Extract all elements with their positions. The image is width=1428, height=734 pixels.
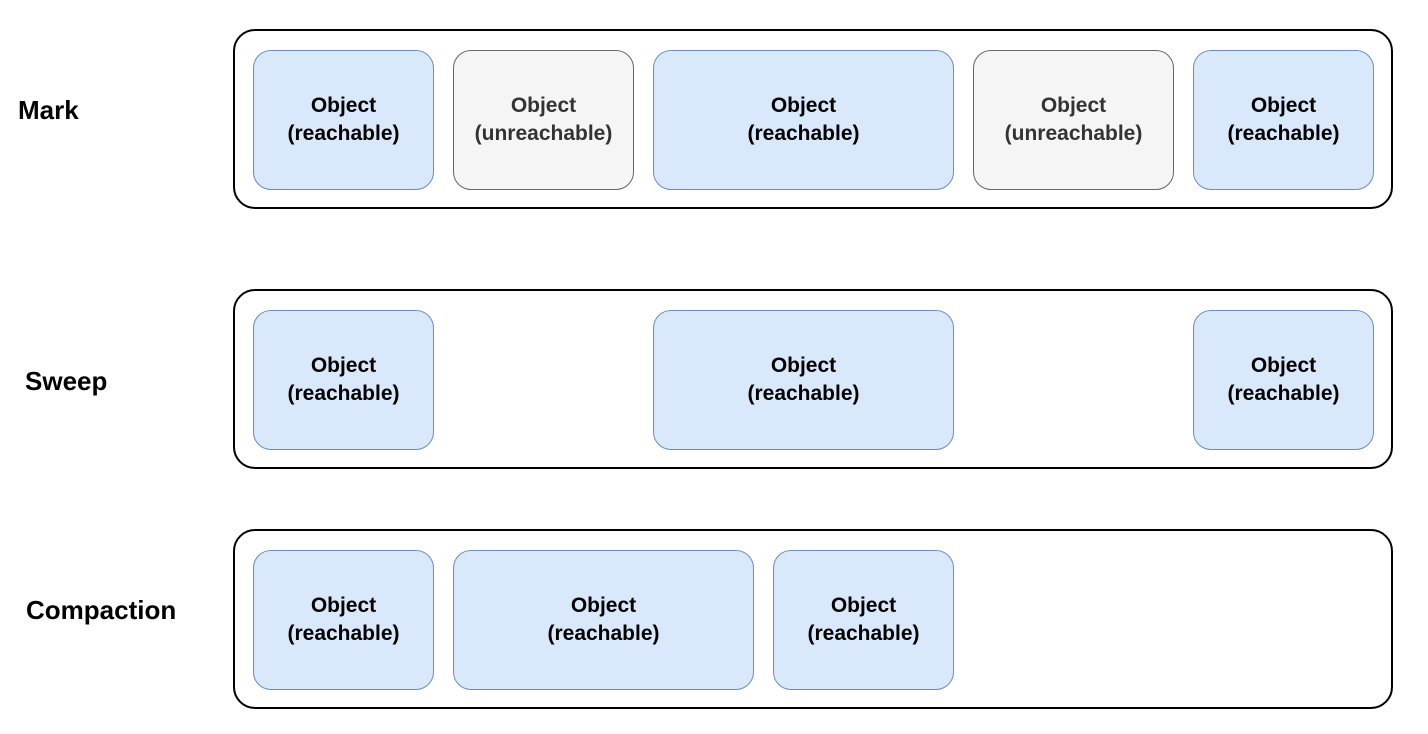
heap-compaction: Object (reachable) Object (reachable) Ob… bbox=[233, 529, 1393, 709]
object-state: (unreachable) bbox=[1004, 122, 1143, 145]
object-title: Object bbox=[1250, 94, 1317, 117]
object-title: Object bbox=[310, 354, 377, 377]
object-box: Object (reachable) bbox=[453, 550, 754, 690]
object-box: Object (reachable) bbox=[253, 50, 434, 190]
object-state: (unreachable) bbox=[474, 122, 613, 145]
object-title: Object bbox=[770, 354, 837, 377]
object-title: Object bbox=[310, 94, 377, 117]
object-box: Object (unreachable) bbox=[453, 50, 634, 190]
heap-sweep: Object (reachable) Object (reachable) Ob… bbox=[233, 289, 1393, 469]
object-state: (reachable) bbox=[287, 622, 400, 645]
object-title: Object bbox=[510, 94, 577, 117]
object-state: (reachable) bbox=[287, 122, 400, 145]
object-title: Object bbox=[830, 594, 897, 617]
object-box: Object (reachable) bbox=[253, 310, 434, 450]
object-state: (reachable) bbox=[1227, 382, 1340, 405]
phase-label-mark: Mark bbox=[18, 95, 79, 125]
object-state: (reachable) bbox=[547, 622, 660, 645]
heap-mark: Object (reachable) Object (unreachable) … bbox=[233, 29, 1393, 209]
object-box: Object (reachable) bbox=[773, 550, 954, 690]
object-box: Object (unreachable) bbox=[973, 50, 1174, 190]
object-box: Object (reachable) bbox=[253, 550, 434, 690]
object-box: Object (reachable) bbox=[653, 310, 954, 450]
phase-label-sweep: Sweep bbox=[25, 366, 108, 396]
phase-label-compaction: Compaction bbox=[26, 595, 177, 625]
object-state: (reachable) bbox=[287, 382, 400, 405]
object-state: (reachable) bbox=[1227, 122, 1340, 145]
object-state: (reachable) bbox=[747, 122, 860, 145]
object-title: Object bbox=[570, 594, 637, 617]
object-title: Object bbox=[770, 94, 837, 117]
object-box: Object (reachable) bbox=[1193, 310, 1374, 450]
object-title: Object bbox=[1250, 354, 1317, 377]
object-box: Object (reachable) bbox=[1193, 50, 1374, 190]
object-title: Object bbox=[1040, 94, 1107, 117]
object-state: (reachable) bbox=[807, 622, 920, 645]
object-state: (reachable) bbox=[747, 382, 860, 405]
object-box: Object (reachable) bbox=[653, 50, 954, 190]
object-title: Object bbox=[310, 594, 377, 617]
